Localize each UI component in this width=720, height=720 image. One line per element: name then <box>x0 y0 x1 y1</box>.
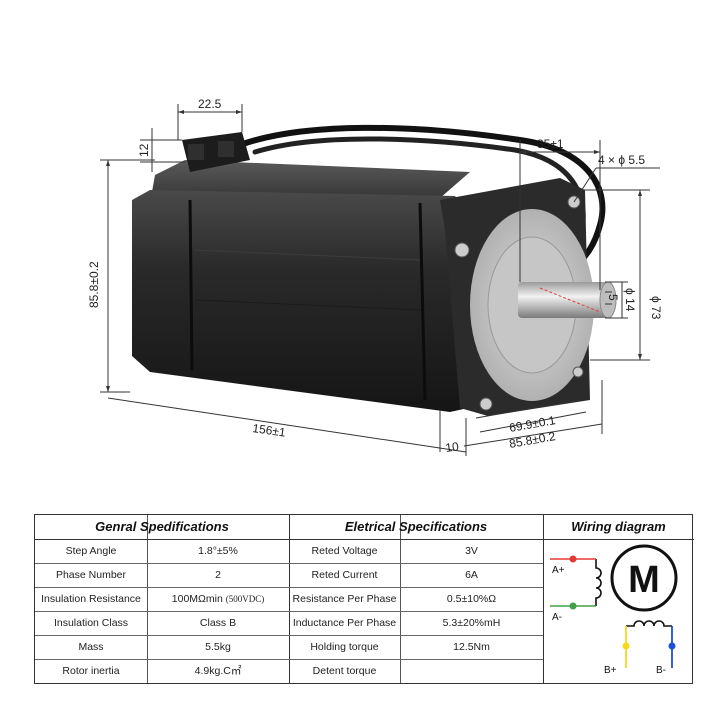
spec-label: Reted Voltage <box>311 545 378 557</box>
general-spec-title: Genral Spedifications <box>95 519 229 534</box>
spec-table: Genral Spedifications Eletrical Specific… <box>34 514 694 684</box>
lead-b-minus-dot <box>668 642 676 650</box>
wiring-diagram: M A+ A- B+ B- <box>550 544 678 676</box>
spec-label: Mass <box>78 641 104 653</box>
spec-value: 2 <box>215 569 221 581</box>
dim-connector-width: 22.5 <box>198 97 222 111</box>
electrical-spec-title: Eletrical Specifications <box>344 519 488 534</box>
dim-connector-height: 12 <box>137 143 151 157</box>
lead-b-plus-label: B+ <box>604 665 617 676</box>
dim-shaft-diameter: ϕ 14 <box>623 288 637 312</box>
spec-label: Resistance Per Phase <box>292 593 397 605</box>
spec-value <box>400 659 543 683</box>
spec-value: 12.5Nm <box>453 641 490 653</box>
spec-value-note: (500VDC) <box>225 594 265 604</box>
spec-label: Insulation Resistance <box>41 593 141 605</box>
motor-dimension-drawing: 22.5 12 85.8±0.2 156±1 35±1 4 × ϕ 5.5 ϕ … <box>87 97 663 456</box>
spec-value: Class B <box>199 617 237 629</box>
dim-key-width: 5 <box>606 294 620 301</box>
dim-mount-holes: 4 × ϕ 5.5 <box>598 153 645 167</box>
spec-value: 4.9kg.C㎡ <box>194 665 242 677</box>
lead-a-plus-label: A+ <box>552 565 565 576</box>
coil-b <box>626 620 672 627</box>
spec-label: Reted Current <box>311 569 378 581</box>
dim-length: 156±1 <box>252 421 287 440</box>
spec-label: Holding torque <box>310 641 379 653</box>
lead-b-plus-dot <box>622 642 630 650</box>
dim-body-height: 85.8±0.2 <box>87 261 101 308</box>
lead-b-minus-label: B- <box>656 665 666 676</box>
motor-shaft <box>518 282 608 318</box>
spec-value: 5.3±20%mH <box>442 617 501 629</box>
lead-a-minus-dot <box>569 602 577 610</box>
spec-label: Detent torque <box>312 665 377 677</box>
lead-a-plus-dot <box>569 555 577 563</box>
wiring-diagram-title: Wiring diagram <box>571 519 666 534</box>
spec-value: 5.5kg <box>205 641 231 653</box>
motor-body <box>132 190 470 412</box>
dim-shaft-length: 35±1 <box>537 137 564 151</box>
spec-label: Insulation Class <box>53 617 129 629</box>
lead-a-minus-label: A- <box>552 612 562 623</box>
spec-value: 3V <box>465 545 478 557</box>
spec-label: Phase Number <box>55 569 127 581</box>
spec-label: Rotor inertia <box>62 665 120 677</box>
coil-a <box>595 559 602 606</box>
motor-symbol-circle <box>610 544 678 612</box>
spec-label: Inductance Per Phase <box>292 617 397 629</box>
spec-value: 1.8°±5% <box>198 545 238 557</box>
dim-flange-thickness: 10 <box>444 439 459 455</box>
motor-symbol-letter: M <box>628 559 660 601</box>
spec-value: 0.5±10%Ω <box>446 593 497 605</box>
spec-value-main: 100MΩmin <box>171 593 223 605</box>
motor-cable <box>229 124 606 273</box>
dim-bolt-circle: ϕ 73 <box>649 296 663 320</box>
spec-label: Step Angle <box>65 545 117 557</box>
spec-value: 6A <box>465 569 478 581</box>
spec-value: 100MΩmin (500VDC) <box>147 587 289 611</box>
